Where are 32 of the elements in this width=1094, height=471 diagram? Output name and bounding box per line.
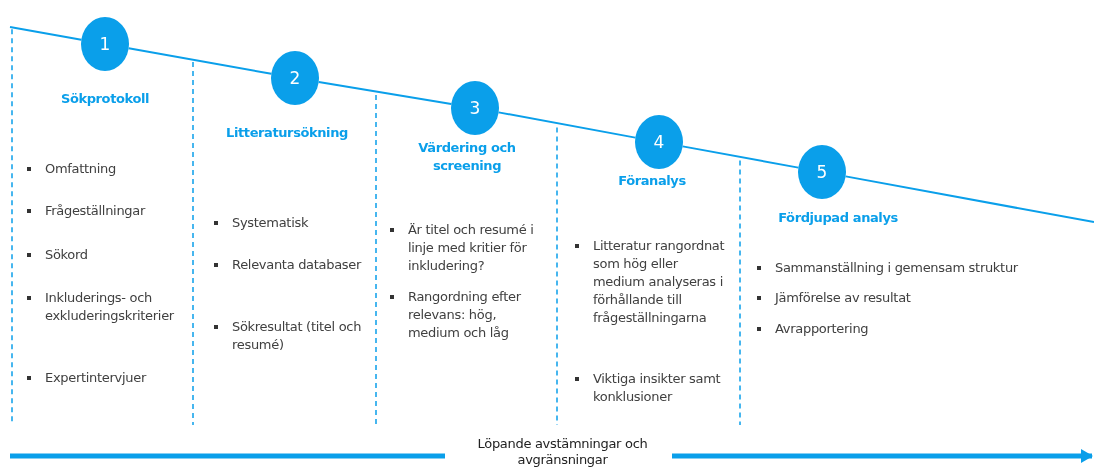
step-heading: Fördjupad analys	[777, 209, 899, 227]
bullet-item: Är titel och resumé i linje med kritier för inkludering?	[388, 221, 548, 275]
timeline-label: Löpande avstämningar och avgränsningar	[476, 436, 649, 468]
bullet-item: Avrapportering	[755, 320, 1075, 338]
bullet-item: Expertintervjuer	[25, 369, 185, 387]
connector-line	[317, 80, 453, 106]
bullet-item: Sökresultat (titel och resumé)	[212, 318, 372, 354]
bullet-item: Relevanta databaser	[212, 256, 372, 274]
step-circle: 5	[798, 145, 846, 199]
step-circle: 3	[451, 81, 499, 135]
step-heading: Sökprotokoll	[59, 90, 151, 108]
bullet-item: Frågeställningar	[25, 202, 185, 220]
step-heading: Föranalys	[617, 172, 687, 190]
step-heading: Värdering och screening	[417, 139, 517, 175]
bullet-item: Sammanställning i gemensam struktur	[755, 259, 1075, 277]
bullet-item: Systematisk	[212, 214, 372, 232]
bullet-item: Jämförelse av resultat	[755, 289, 1075, 307]
step-circle: 4	[635, 115, 683, 169]
bullet-item: Sökord	[25, 246, 185, 264]
bullet-item: Inkluderings- och exkluderingskriterier	[25, 289, 185, 325]
step-circle: 1	[81, 17, 129, 71]
bullet-item: Viktiga insikter samt konklusioner	[573, 370, 728, 406]
step-heading: Litteratursökning	[225, 124, 349, 142]
connector-line	[497, 111, 637, 139]
connector-line	[844, 175, 1094, 224]
connector-line	[681, 145, 800, 169]
connector-line	[127, 47, 273, 75]
connector-line	[9, 26, 83, 41]
bullet-item: Litteratur rangordnat som hög eller medium analyseras i förhållande till frågeställningarna	[573, 237, 728, 327]
bullet-item: Omfattning	[25, 160, 185, 178]
bullet-item: Rangordning efter relevans: hög, medium och låg	[388, 288, 548, 342]
step-circle: 2	[271, 51, 319, 105]
